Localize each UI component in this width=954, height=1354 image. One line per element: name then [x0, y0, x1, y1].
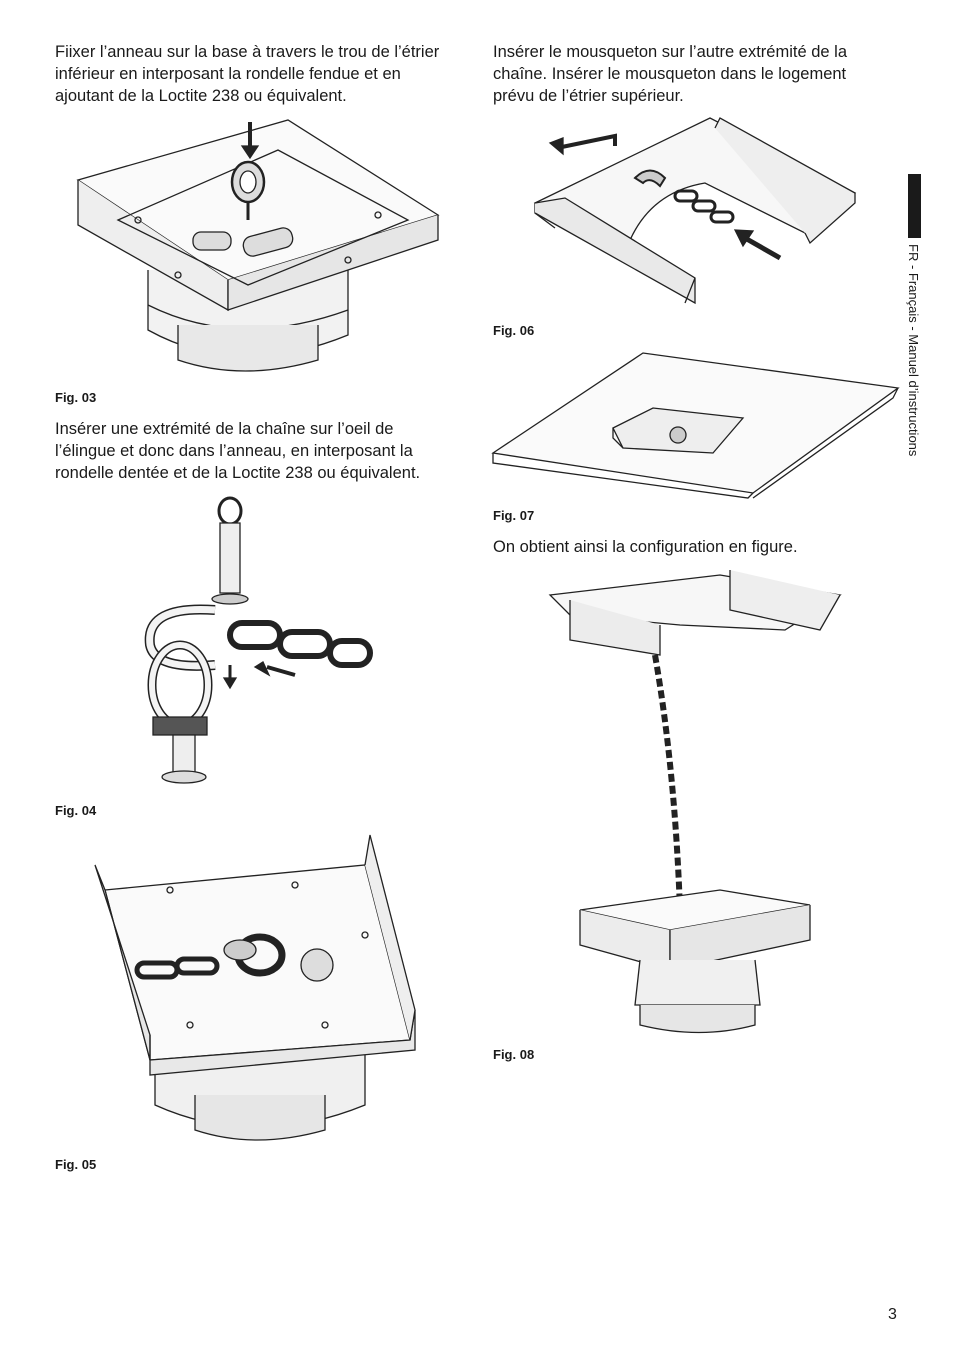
section-tab-marker — [908, 174, 921, 238]
figure-05-caption: Fig. 05 — [55, 1157, 97, 1172]
figure-07-caption: Fig. 07 — [493, 508, 535, 523]
figure-06-caption: Fig. 06 — [493, 323, 535, 338]
figure-03-caption: Fig. 03 — [55, 390, 97, 405]
figure-03-illustration — [78, 120, 438, 380]
section-tab-label: FR - Français - Manuel d’instructions — [906, 244, 921, 457]
instruction-text-1: Fiixer l’anneau sur la base à travers le… — [55, 43, 440, 105]
figure-04-illustration — [135, 495, 380, 795]
page-number: 3 — [888, 1306, 897, 1323]
figure-08-illustration — [550, 570, 845, 1035]
figure-06-illustration — [535, 118, 860, 313]
instruction-text-3: Insérer le mousqueton sur l’autre extrém… — [493, 43, 848, 105]
section-tab: FR - Français - Manuel d’instructions — [906, 244, 924, 484]
figure-04-caption: Fig. 04 — [55, 803, 97, 818]
figure-08-caption: Fig. 08 — [493, 1047, 535, 1062]
figure-05-illustration — [95, 835, 420, 1145]
instruction-text-4: On obtient ainsi la configuration en fig… — [493, 538, 798, 556]
instruction-text-2: Insérer une extrémité de la chaîne sur l… — [55, 420, 421, 482]
figure-07-illustration — [493, 353, 898, 498]
